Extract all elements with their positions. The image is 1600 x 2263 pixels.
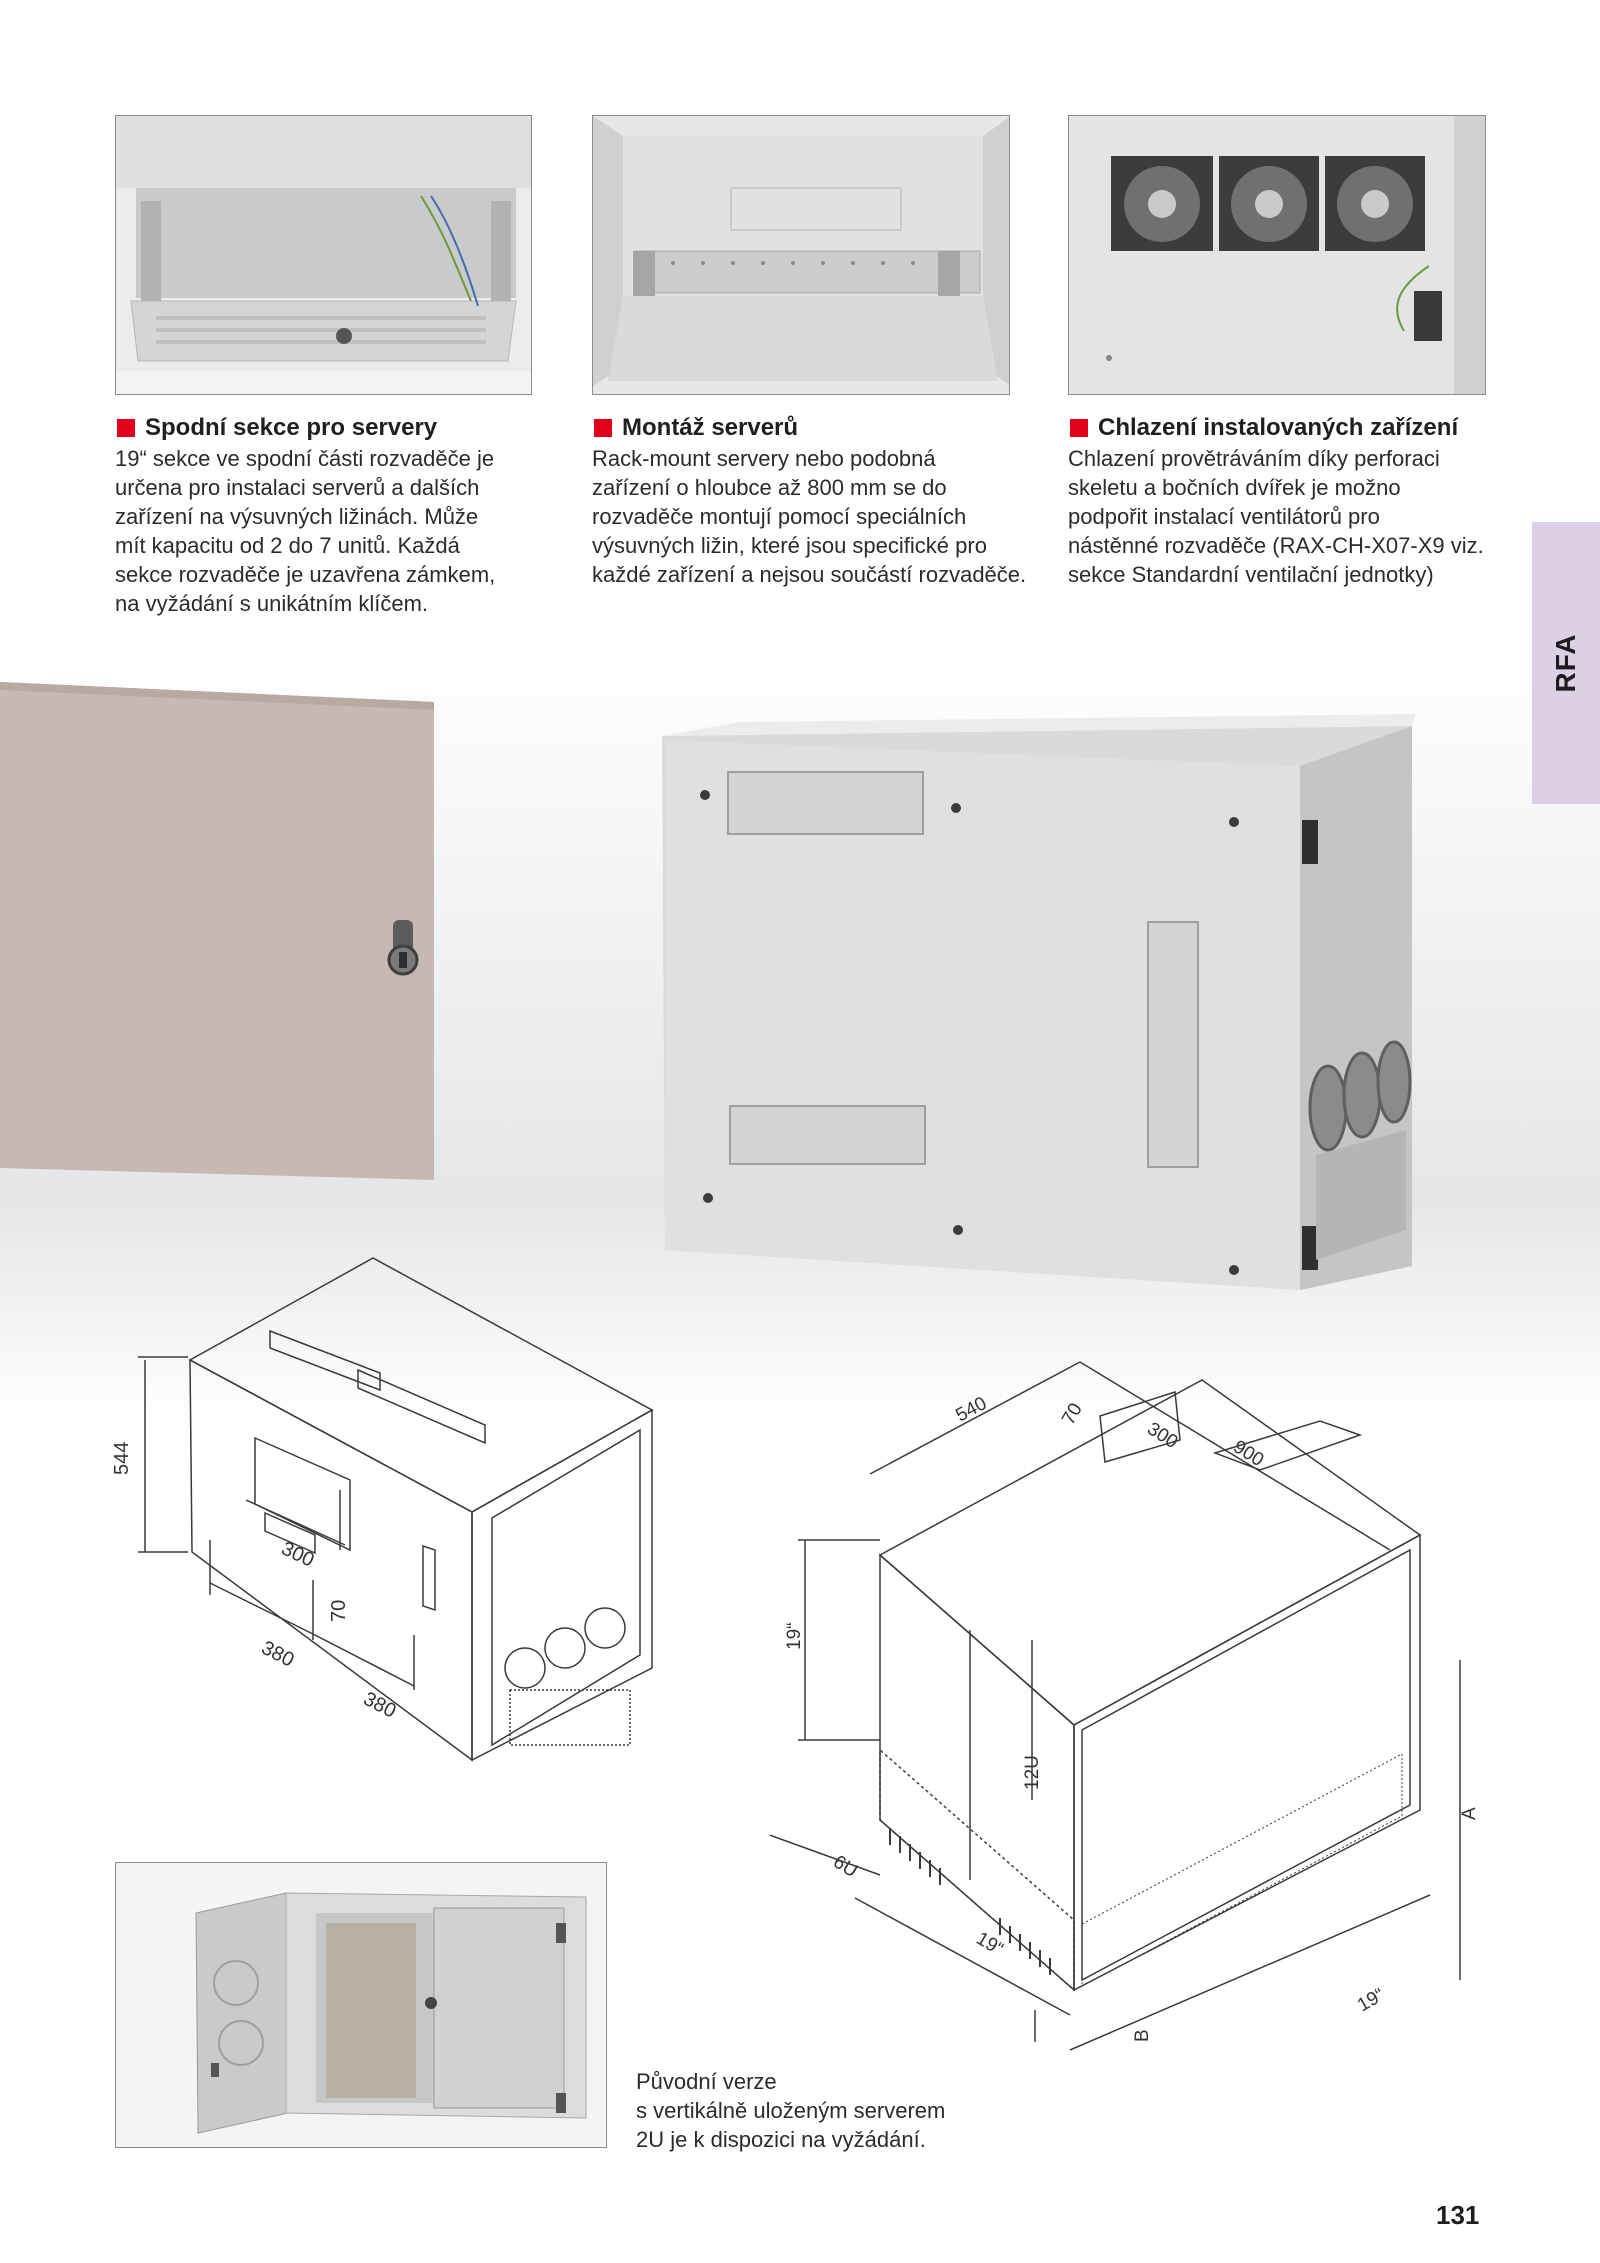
feature-line: rozvaděče montují pomocí speciálních [592,504,967,529]
product-hero-image [0,682,1416,1290]
dim-depth-label: 900 [1229,1436,1267,1471]
feature-line: zařízení na výsuvných ližinách. Může [115,504,479,529]
caption-line: s vertikálně uloženým serverem [636,2098,946,2123]
dim-19-label: 19“ [784,1623,805,1650]
feature-bottom-section-heading: Spodní sekce pro servery [145,414,438,441]
technical-drawing-side: 544 300 70 380 380 [111,1257,654,1762]
feature-bottom-section-text: 19“ sekce ve spodní části rozvaděče je u… [115,444,555,618]
dim-6u-label: 6U [829,1851,861,1882]
caption-line: 2U je k dispozici na vyžádání. [636,2127,926,2152]
feature-line: mít kapacitu od 2 do 7 unitů. Každá [115,533,460,558]
feature-cooling-title: Chlazení instalovaných zařízení [1068,412,1508,443]
cabinet-body [662,714,1416,1290]
red-square-bullet-icon [594,418,612,437]
feature-cooling-text: Chlazení provětráváním díky perforaci sk… [1068,444,1508,589]
feature-line: 19“ sekce ve spodní části rozvaděče je [115,446,495,471]
feature-bottom-section-title: Spodní sekce pro servery [115,412,555,443]
photo-cooling-fans-image [1069,116,1485,394]
feature-server-mounting-text: Rack-mount servery nebo podobná zařízení… [592,444,1032,589]
photo-caption: Původní verze s vertikálně uloženým serv… [636,2067,945,2154]
feature-line: výsuvných ližin, které jsou specifické p… [592,533,987,558]
feature-server-mounting: Montáž serverů Rack-mount servery nebo p… [592,412,1032,589]
feature-line: určena pro instalaci serverů a dalších [115,475,480,500]
feature-line: nástěnné rozvaděče (RAX-CH-X07-X9 viz. [1068,533,1484,558]
dim-19-right-label: 19“ [1354,1984,1388,2016]
red-square-bullet-icon [1070,418,1088,437]
feature-line: skeletu a bočních dvířek je možno [1068,475,1401,500]
feature-line: na vyžádání s unikátním klíčem. [115,591,429,616]
dim-hole-distance-2-label: 380 [360,1688,400,1723]
feature-line: sekce Standardní ventilační jednotky) [1068,562,1434,587]
photo-bottom-server-section [115,115,532,395]
feature-cooling-heading: Chlazení instalovaných zařízení [1098,414,1459,441]
photo-cooling-fans [1068,115,1486,395]
photo-bottom-server-section-image [116,116,531,394]
feature-line: každé zařízení a nejsou součástí rozvadě… [592,562,1027,587]
dim-width-label: 540 [952,1393,990,1426]
photo-original-version-image [116,1863,606,2147]
feature-server-mounting-heading: Montáž serverů [622,414,799,441]
technical-drawing-front: 540 70 300 900 19“ 12U 6U 19“ 19“ A B [770,1361,1480,2051]
dim-slot-height-label: 70 [328,1600,350,1622]
section-tab-label: RFA [1550,633,1581,693]
cabinet-door [0,682,434,1180]
caption-line: Původní verze [636,2069,777,2094]
red-square-bullet-icon [117,418,135,437]
page-number: 131 [1436,2200,1480,2230]
feature-server-mounting-title: Montáž serverů [592,412,1032,443]
feature-line: Chlazení provětráváním díky perforaci [1068,446,1440,471]
feature-line: zařízení o hloubce až 800 mm se do [592,475,947,500]
photo-server-mounting-image [593,116,1009,394]
dim-hole-distance-1-label: 380 [258,1637,298,1672]
feature-cooling: Chlazení instalovaných zařízení Chlazení… [1068,412,1508,589]
dim-a-label: A [1459,1807,1480,1820]
feature-line: podpořit instalací ventilátorů pro [1068,504,1380,529]
photo-server-mounting [592,115,1010,395]
dim-12u-label: 12U [1022,1755,1043,1790]
dim-height-label: 544 [111,1442,133,1475]
photo-original-version [115,1862,607,2148]
lock-icon [387,920,419,976]
dim-19-bottom-label: 19“ [973,1928,1007,1960]
section-tab: RFA [1532,522,1600,804]
dim-b-label: B [1132,2029,1153,2042]
dim-slot-width-label: 300 [278,1538,318,1572]
feature-bottom-section: Spodní sekce pro servery 19“ sekce ve sp… [115,412,555,618]
dim-slot-width-label-right: 300 [1143,1418,1181,1453]
feature-line: sekce rozvaděče je uzavřena zámkem, [115,562,496,587]
feature-line: Rack-mount servery nebo podobná [592,446,936,471]
dim-slot-height-label-right: 70 [1058,1400,1087,1429]
